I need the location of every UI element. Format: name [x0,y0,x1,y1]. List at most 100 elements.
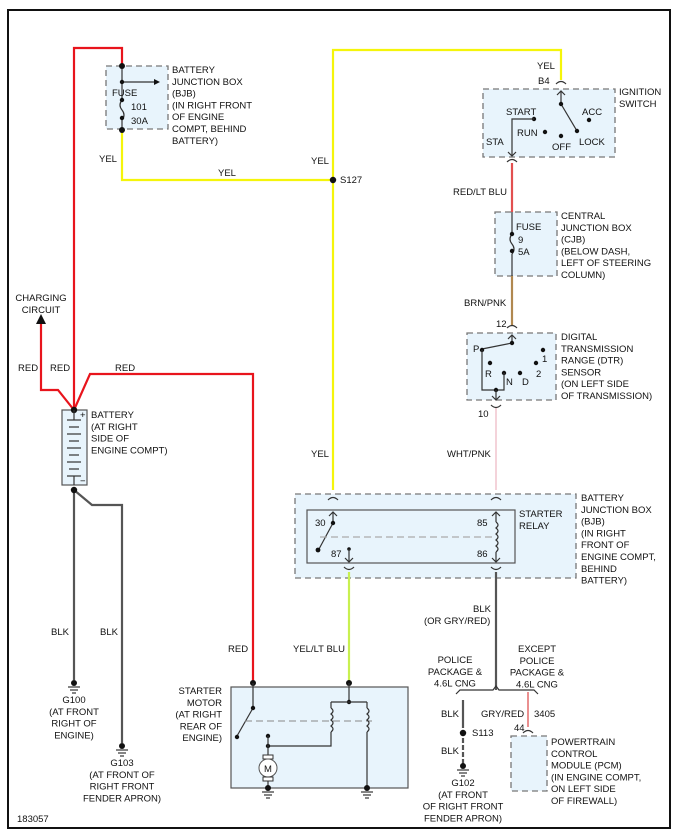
wire-label-yel-b4: YEL [537,61,555,72]
bjb-fuse-title-line: BATTERY) [172,136,218,147]
dtr-sensor-title-line: (ON LEFT SIDE [561,379,629,390]
relay-pin-85: 85 [477,518,488,529]
wire-label-yel-relay: YEL [311,449,329,460]
option-police-label-line: PACKAGE & [428,667,483,678]
bjb-relay-title-line: BATTERY) [581,576,627,587]
bjb-relay-title-line: JUNCTION BOX [581,505,652,516]
ground-g100-icon [68,680,80,694]
cjb-title-line: COLUMN) [561,270,605,281]
starter-relay-title-line: RELAY [519,521,550,532]
battery-title-line: SIDE OF [91,434,129,445]
ground-g103-label-line: FENDER APRON) [83,793,161,804]
ground-starter-motor-icon [262,791,274,799]
splice-s127 [329,176,337,184]
ground-g100-label-line: RIGHT OF [51,719,96,730]
dtr-pin10-connector [490,404,502,409]
fuse-101-label: FUSE [112,88,137,99]
ground-g102-label-line: (AT FRONT [438,790,488,801]
sta-connector [506,158,518,163]
relay-pin-30: 30 [315,518,326,529]
starter-motor-title-line: MOTOR [187,698,222,709]
pcm-title-line: CONTROL [551,749,597,760]
pcm-title-line: MODULE (PCM) [551,761,622,772]
wire-label-wht-pnk: WHT/PNK [447,449,491,460]
wire-label-red-lt-blu: RED/LT BLU [453,187,507,198]
bjb-relay-title-line: (IN RIGHT [581,528,626,539]
starter-motor-title-line: (AT RIGHT [175,710,222,721]
ignition-switch-box [482,88,616,158]
charging-circuit-label-line: CHARGING [15,293,66,304]
bjb-relay-title-line: BEHIND [581,564,617,575]
wire-label-blk-s113-bottom: BLK [441,746,460,757]
pcm-box [510,735,548,792]
pull-in-coil [330,707,334,733]
battery-minus-sign: − [80,476,86,487]
motor-symbol-label: M [264,764,272,775]
option-except-police-label-line: 4.6L CNG [516,679,558,690]
option-branch-bracket [455,685,539,695]
dtr-pos-r: R [485,369,492,380]
starter-motor-box [230,686,409,789]
wire-label-red-up: RED [50,363,70,374]
wire-red-charging [39,322,75,411]
bjb-fuse-title-line: BATTERY [172,65,216,76]
dtr-sensor-title-line: SENSOR [561,367,601,378]
dtr-pos-d: D [522,377,529,388]
ign-pos-acc: ACC [582,107,602,118]
ground-g102-icon [457,763,469,777]
wire-label-red-right: RED [115,363,135,374]
ign-pos-lock: LOCK [579,137,606,148]
ground-starter-solenoid-icon [361,791,373,799]
cjb-title-line: CENTRAL [561,211,605,222]
wire-red-starter [72,372,255,683]
splice-s113 [459,729,467,737]
wire-label-blk-s113-top: BLK [441,709,460,720]
relay-pin-86: 86 [477,549,488,560]
relay-86-connector [490,566,502,571]
fuse-9-label: FUSE [516,222,541,233]
splice-s113-label: S113 [472,728,493,739]
fuse-9-rating: 5A [518,247,530,258]
dtr-pos-1: 1 [542,354,547,365]
wire-blk-g103 [73,489,124,743]
dtr-pos-n: N [506,377,513,388]
bjb-fuse-title-line: (IN RIGHT FRONT [172,100,252,111]
run-contact [542,129,548,135]
ground-g103-icon [116,743,128,757]
starter-motor-title-line: REAR OF [180,721,222,732]
fuse-9-number: 9 [518,235,523,246]
bjb-fuse-title-line: (BJB) [172,89,196,100]
relay-contact-blade [318,522,334,550]
cjb-title-line: (BELOW DASH, [561,246,630,257]
ground-g102-label-line: OF RIGHT FRONT [423,802,504,813]
splice-s127-label: S127 [340,175,362,186]
dtr-pin-10: 10 [478,409,489,420]
wire-label-yel-lt-blu: YEL/LT BLU [293,644,345,655]
ignition-switch-title-line: SWITCH [619,99,657,110]
bjb-relay-title-line: ENGINE COMPT, [581,552,656,563]
dtr-pos-2: 2 [536,369,541,380]
option-police-label-line: 4.6L CNG [434,679,476,690]
pcm-title-line: POWERTRAIN [551,737,615,748]
ground-g103-label-line: G103 [110,758,133,769]
wire-yel-fuse-s127 [120,130,333,182]
wire-label-blk-relay: BLK [473,604,492,615]
battery-plus-sign: + [80,410,86,421]
wire-label-blk-g100: BLK [51,627,70,638]
option-except-police-label-line: PACKAGE & [510,668,565,679]
ignition-pin-sta: STA [486,137,504,148]
wire-red-battery-to-fuse [72,46,124,410]
dtr-pos-p: P [473,344,479,355]
ground-g100-label-line: ENGINE) [54,730,94,741]
ground-g100-label-line: G100 [62,695,85,706]
wire-label-gry-red: GRY/RED [481,709,524,720]
dtr-sensor-title-line: OF TRANSMISSION) [561,391,652,402]
bjb-fuse-title-line: JUNCTION BOX [172,77,243,88]
off-contact [558,133,564,139]
